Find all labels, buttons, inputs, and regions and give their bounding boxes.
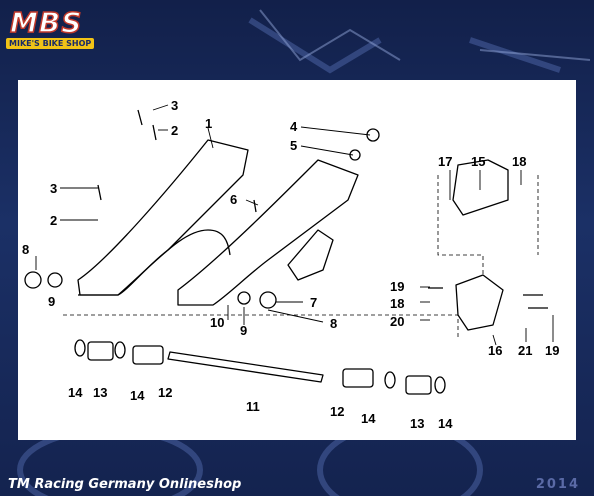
callout-15: 15	[471, 154, 485, 169]
callout-9b: 9	[240, 323, 247, 338]
callout-14d: 14	[438, 416, 453, 431]
callout-3a: 3	[171, 98, 178, 113]
chain-slider-bracket	[455, 274, 504, 331]
callout-1: 1	[205, 116, 212, 131]
callout-10: 10	[210, 315, 224, 330]
callout-11: 11	[246, 399, 260, 414]
chain-guide	[452, 159, 509, 216]
callout-14a: 14	[68, 385, 83, 400]
callout-18a: 18	[512, 154, 526, 169]
callout-13a: 13	[93, 385, 107, 400]
swingarm-left-arm	[77, 139, 249, 296]
swingarm-right-arm	[177, 159, 359, 306]
callout-9a: 9	[48, 294, 55, 309]
callout-7: 7	[310, 295, 317, 310]
callout-14c: 14	[361, 411, 376, 426]
callout-16: 16	[488, 343, 502, 358]
callout-17: 17	[438, 154, 452, 169]
callout-19a: 19	[390, 279, 404, 294]
callout-8a: 8	[22, 242, 29, 257]
logo-subtext: MIKE'S BIKE SHOP	[6, 38, 95, 49]
callout-4: 4	[290, 119, 298, 134]
callout-8b: 8	[330, 316, 337, 331]
callout-19b: 19	[545, 343, 559, 358]
callout-3b: 3	[50, 181, 57, 196]
swingarm-exploded-diagram: 1 2 2 3 3 4 5 6 7 8 8 9 9 10 11 12 12 13…	[22, 98, 559, 431]
copyright-year: 2014	[535, 477, 580, 492]
callout-18b: 18	[390, 296, 404, 311]
pivot-axle	[167, 351, 324, 383]
callout-2a: 2	[171, 123, 178, 138]
callout-12b: 12	[330, 404, 344, 419]
callout-20: 20	[390, 314, 404, 329]
callout-14b: 14	[130, 388, 145, 403]
callout-12a: 12	[158, 385, 172, 400]
callout-5: 5	[290, 138, 297, 153]
callout-13b: 13	[410, 416, 424, 431]
logo-text: MBS	[9, 6, 83, 39]
shop-name-footer[interactable]: TM Racing Germany Onlineshop	[8, 477, 242, 492]
callout-2b: 2	[50, 213, 57, 228]
callout-6: 6	[230, 192, 237, 207]
shop-logo[interactable]: MBS MIKE'S BIKE SHOP	[6, 6, 95, 54]
callout-21: 21	[518, 343, 532, 358]
parts-diagram-panel: 1 2 2 3 3 4 5 6 7 8 8 9 9 10 11 12 12 13…	[18, 80, 576, 440]
